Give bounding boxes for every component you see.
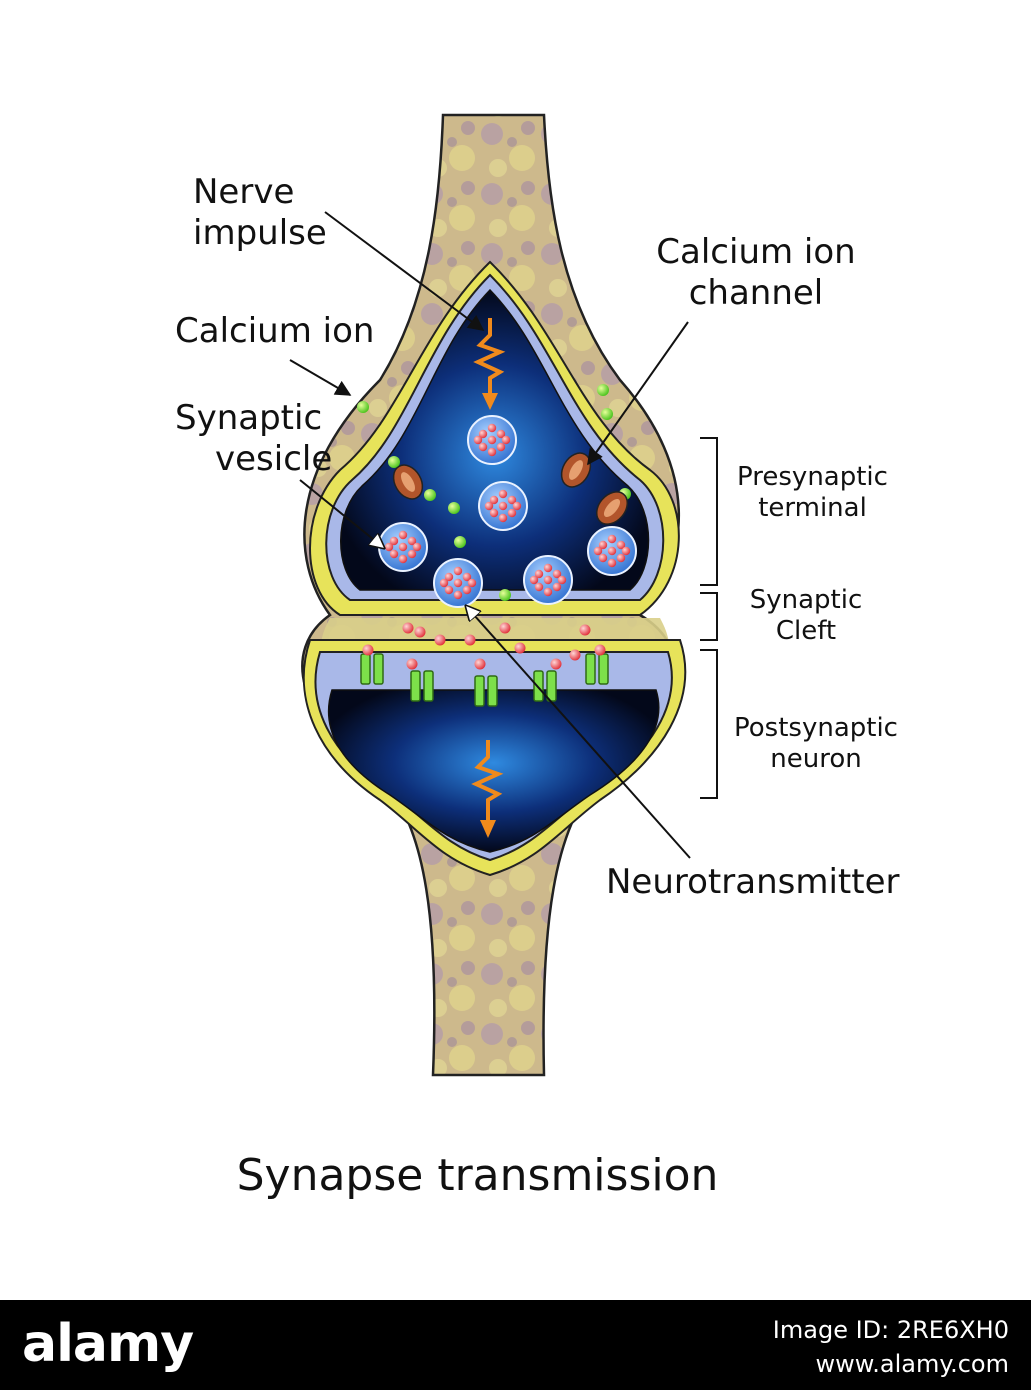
calcium-ion-icon (601, 408, 613, 420)
neurotransmitter-icon (434, 634, 446, 646)
leader-calcium-ion (289, 359, 352, 396)
receptor-icon (474, 675, 498, 707)
neurotransmitter-icon (594, 644, 606, 656)
bracket-cleft (700, 592, 718, 641)
label-synaptic-vesicle-line1: Synaptic (175, 398, 323, 438)
label-nerve-impulse: Nerve impulse (193, 172, 327, 254)
label-nerve-impulse-line1: Nerve (193, 172, 295, 212)
synaptic-vesicle-icon (523, 555, 573, 605)
neurotransmitter-icon (550, 658, 562, 670)
calcium-ion-icon (388, 456, 400, 468)
calcium-ion-icon (597, 384, 609, 396)
neurotransmitter-icon (362, 644, 374, 656)
calcium-channel-icon (392, 452, 629, 525)
label-calcium-ion-channel-line2: channel (688, 272, 824, 313)
calcium-ion-icon (448, 502, 460, 514)
neurotransmitter-icon (579, 624, 591, 636)
calcium-ion-icon (454, 536, 466, 548)
leader-neurotransmitter (466, 606, 691, 859)
calcium-ion-icon (499, 589, 511, 601)
synaptic-vesicle-icon (587, 526, 637, 576)
leader-synaptic-vesicle (299, 479, 384, 548)
label-neurotransmitter: Neurotransmitter (606, 862, 900, 902)
label-postsynaptic-neuron: Postsynaptic neuron (726, 713, 906, 775)
neurotransmitter-icon (414, 626, 426, 638)
calcium-ion-icon (357, 401, 369, 413)
bracket-postsynaptic (700, 649, 718, 799)
site-url: www.alamy.com (815, 1350, 1009, 1378)
label-postsynaptic-neuron-line1: Postsynaptic (734, 713, 898, 743)
watermark-footer: alamy Image ID: 2RE6XH0 www.alamy.com (0, 1300, 1031, 1390)
receptor-icon (533, 670, 557, 702)
label-calcium-ion: Calcium ion (175, 311, 375, 351)
page-title: Synapse transmission (236, 1150, 719, 1201)
synaptic-vesicle-icon (467, 415, 517, 465)
label-calcium-ion-channel-line1: Calcium ion (656, 232, 856, 272)
receptor-icon (410, 670, 434, 702)
neurotransmitter-icon (406, 658, 418, 670)
label-synaptic-cleft-line1: Synaptic (749, 585, 863, 615)
synaptic-vesicle-icon (433, 558, 483, 608)
alamy-logo: alamy (22, 1314, 194, 1374)
calcium-ion-icon (424, 489, 436, 501)
neurotransmitter-icon (514, 642, 526, 654)
neurotransmitter-icon (499, 622, 511, 634)
label-postsynaptic-neuron-line2: neuron (770, 744, 862, 775)
neurotransmitter-icon (569, 649, 581, 661)
neurotransmitter-icon (464, 634, 476, 646)
impulse-top-icon (473, 318, 506, 410)
label-presynaptic-terminal-line2: terminal (758, 493, 867, 524)
neurotransmitter-icon (474, 658, 486, 670)
label-synaptic-cleft-line2: Cleft (775, 616, 837, 647)
bracket-presynaptic (700, 437, 718, 586)
leader-calcium-channel (587, 321, 689, 466)
impulse-bottom-icon (471, 740, 504, 838)
synapse-diagram (289, 113, 718, 1077)
neurotransmitter-icon (402, 622, 414, 634)
label-calcium-ion-channel: Calcium ion channel (656, 232, 856, 314)
synaptic-vesicle-icon (478, 481, 528, 531)
synaptic-vesicle-icon (378, 522, 428, 572)
label-presynaptic-terminal: Presynaptic terminal (730, 462, 895, 524)
label-synaptic-vesicle-line2: vesicle (215, 438, 333, 479)
label-synaptic-cleft: Synaptic Cleft (736, 585, 876, 647)
image-id: Image ID: 2RE6XH0 (772, 1316, 1009, 1344)
label-presynaptic-terminal-line1: Presynaptic (737, 462, 888, 492)
leader-nerve-impulse (324, 211, 485, 331)
label-nerve-impulse-line2: impulse (193, 212, 327, 253)
label-synaptic-vesicle: Synaptic vesicle (175, 398, 332, 480)
